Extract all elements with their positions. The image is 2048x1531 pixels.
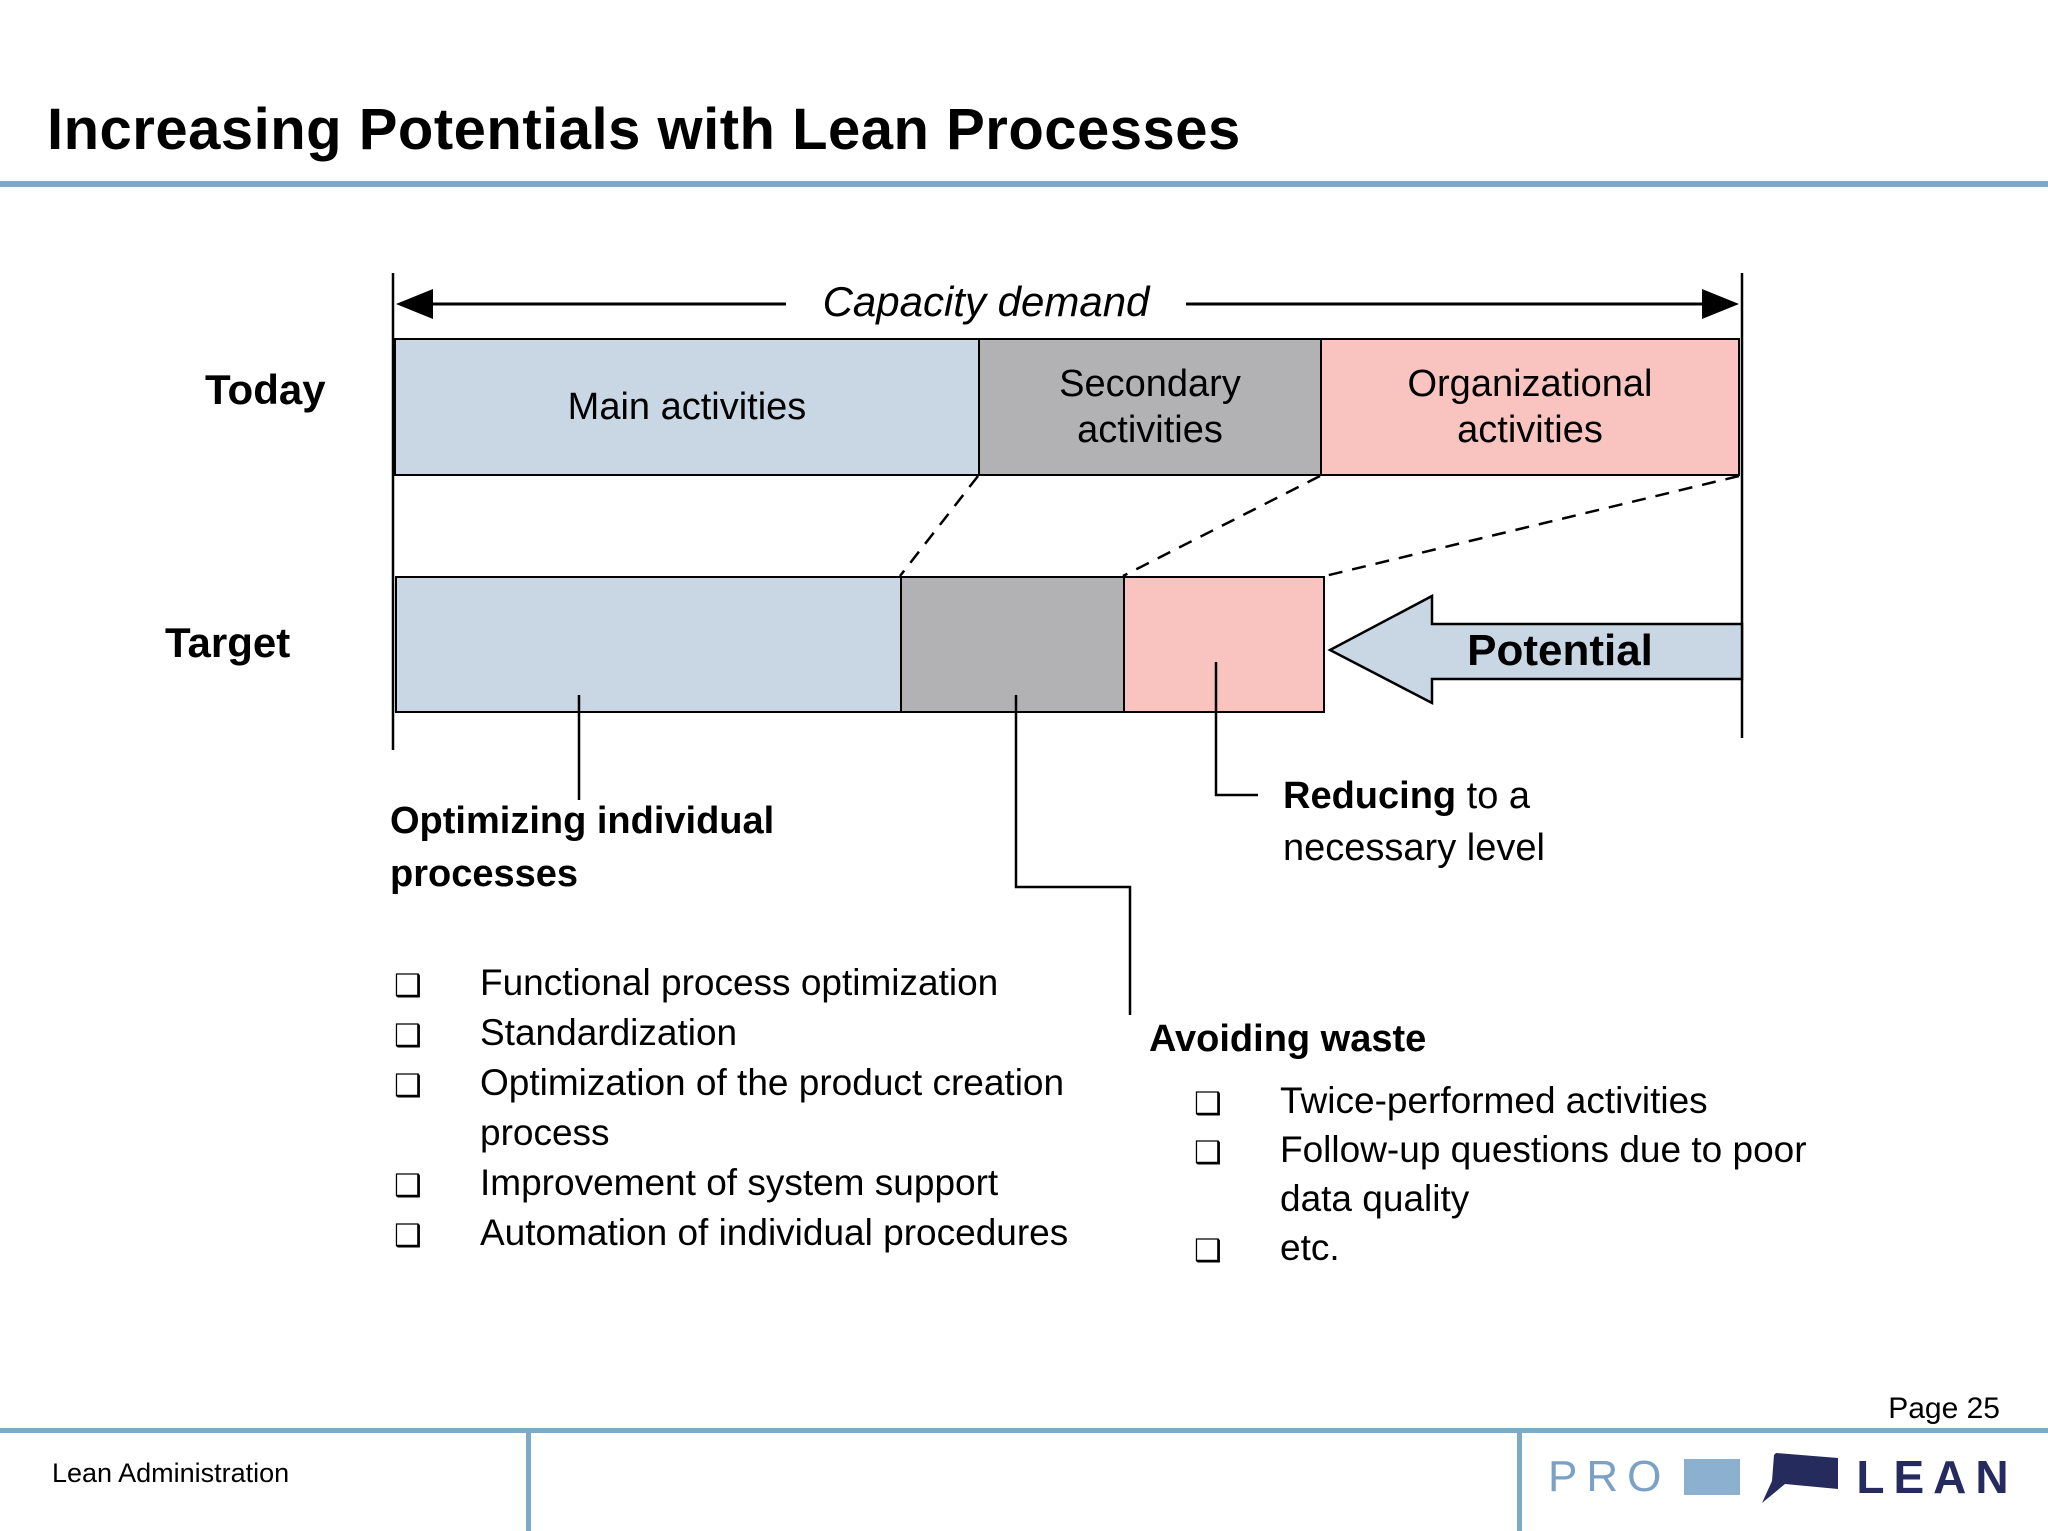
list-item-label: Automation of individual procedures — [480, 1212, 1069, 1253]
today-bar: Main activities Secondary activities Org… — [394, 338, 1740, 476]
annotation-reducing-line1: Reducing to a — [1283, 770, 1545, 822]
dashed-connector-organizational — [1324, 474, 1740, 578]
today-row-label: Today — [205, 366, 326, 413]
annotation-reducing-line2: necessary level — [1283, 827, 1545, 869]
capacity-arrowhead-right-icon — [1702, 289, 1739, 319]
checkbox-bullet-icon: ❑ — [1194, 1135, 1222, 1170]
annotation-reducing-rest: to a — [1456, 775, 1531, 817]
annotation-avoiding-waste: Avoiding waste — [1149, 1018, 1427, 1060]
optimizing-checklist: ❑ Functional process optimization ❑ Standa… — [392, 958, 1132, 1258]
list-item: ❑ Standardization — [392, 1008, 1132, 1058]
checkbox-bullet-icon: ❑ — [394, 1218, 422, 1253]
list-item-label: Standardization — [480, 1012, 738, 1053]
capacity-arrowhead-left-icon — [396, 289, 433, 319]
checkbox-bullet-icon: ❑ — [1194, 1086, 1222, 1121]
target-main-activities-segment — [397, 578, 902, 711]
today-secondary-activities-segment: Secondary activities — [980, 340, 1322, 474]
list-item: ❑ Twice-performed activities — [1192, 1076, 1867, 1125]
checkbox-bullet-icon: ❑ — [394, 1168, 422, 1203]
list-item-label: Follow-up questions due to poor data qua… — [1280, 1129, 1807, 1219]
list-item-label: etc. — [1280, 1227, 1340, 1268]
logo-square-icon — [1684, 1459, 1741, 1495]
footer-vertical-divider-left — [526, 1433, 531, 1531]
target-row-label: Target — [165, 619, 291, 666]
list-item-label: Optimization of the product creation pro… — [480, 1062, 1065, 1153]
list-item: ❑ Functional process optimization — [392, 958, 1132, 1008]
target-organizational-activities-segment — [1125, 578, 1323, 711]
dashed-connector-secondary — [1122, 474, 1321, 578]
page-number: Page 25 — [1888, 1392, 2000, 1425]
avoiding-checklist: ❑ Twice-performed activities ❑ Follow-up q… — [1192, 1076, 1867, 1272]
page-title: Increasing Potentials with Lean Processe… — [47, 97, 1241, 162]
annotation-reducing-bold: Reducing — [1283, 775, 1457, 817]
footer-vertical-divider-right — [1517, 1433, 1522, 1531]
annotation-reducing: Reducing to a necessary level — [1283, 770, 1545, 874]
logo-lean-text: LEAN — [1856, 1451, 2018, 1503]
list-item: ❑ Improvement of system support — [392, 1158, 1132, 1208]
checkbox-bullet-icon: ❑ — [394, 968, 422, 1003]
list-item: ❑ Follow-up questions due to poor data qu… — [1192, 1125, 1867, 1223]
annotation-optimizing: Optimizing individual processes — [390, 800, 775, 895]
target-bar — [395, 576, 1325, 713]
potential-label: Potential — [1467, 626, 1653, 675]
logo-flag-icon — [1762, 1453, 1839, 1503]
list-item-label: Functional process optimization — [480, 962, 999, 1003]
footer-course-title: Lean Administration — [52, 1458, 290, 1488]
today-organizational-activities-segment: Organizational activities — [1322, 340, 1738, 474]
checkbox-bullet-icon: ❑ — [394, 1018, 422, 1053]
list-item-label: Improvement of system support — [480, 1162, 999, 1203]
checkbox-bullet-icon: ❑ — [394, 1068, 422, 1103]
today-main-activities-segment: Main activities — [396, 340, 980, 474]
checkbox-bullet-icon: ❑ — [1194, 1233, 1222, 1268]
list-item-label: Twice-performed activities — [1280, 1080, 1708, 1121]
list-item: ❑ etc. — [1192, 1223, 1867, 1272]
capacity-demand-label: Capacity demand — [786, 274, 1186, 330]
pro-lean-logo: PRO LEAN — [1548, 1448, 2018, 1506]
list-item: ❑ Optimization of the product creation pr… — [392, 1058, 1132, 1158]
dashed-connector-main — [899, 475, 979, 577]
list-item: ❑ Automation of individual procedures — [392, 1208, 1132, 1258]
target-secondary-activities-segment — [902, 578, 1125, 711]
logo-pro-text: PRO — [1548, 1452, 1671, 1501]
footer-divider — [0, 1428, 2048, 1433]
title-divider — [0, 181, 2048, 187]
